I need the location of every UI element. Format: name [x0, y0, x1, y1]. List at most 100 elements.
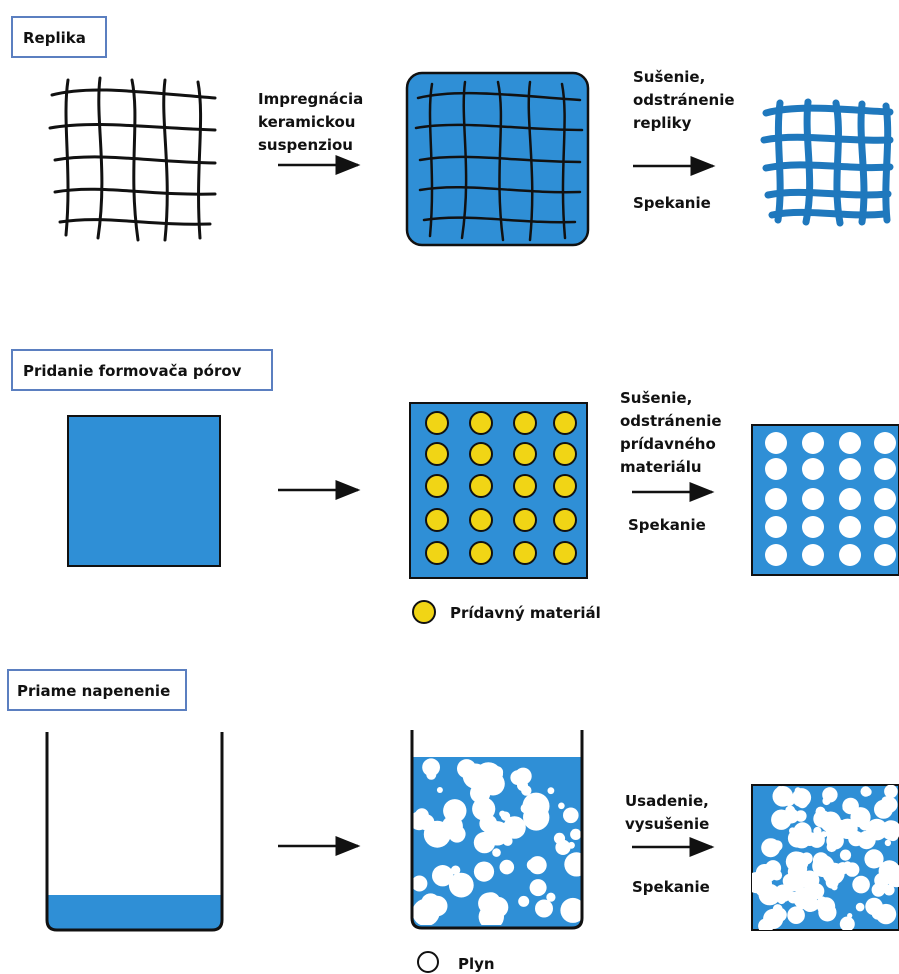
foam-pore	[864, 849, 884, 869]
pore	[839, 458, 861, 480]
gas-bubble	[529, 879, 547, 897]
gas-bubble	[479, 814, 498, 833]
foamed-ceramic-product	[751, 784, 899, 931]
gas-bubble	[418, 814, 435, 831]
svg-text:Usadenie, vysušenie: Usadenie, vysušenie	[625, 792, 714, 833]
section-title-pore-former: Pridanie formovača pórov	[23, 362, 242, 380]
gas-bubble	[558, 802, 565, 810]
foam-pore	[789, 827, 796, 835]
additive-particle	[513, 508, 537, 532]
additive-particle	[425, 411, 449, 435]
pore	[874, 544, 896, 566]
gas-bubble	[563, 807, 579, 824]
section-direct-foaming: Priame napenenie Plyn Usadenie, vysušeni…	[7, 669, 899, 973]
foam-pore	[875, 903, 897, 925]
gas-bubble	[473, 831, 496, 854]
gas-bubble	[546, 892, 556, 902]
polymer-sponge	[48, 76, 217, 242]
legend-label-additive: Prídavný materiál	[450, 604, 601, 622]
foam-pore	[878, 860, 899, 882]
step-label-line: repliky	[633, 114, 692, 132]
foam-pore	[884, 839, 892, 847]
foam-pore	[884, 785, 898, 799]
foam-pore	[800, 870, 819, 890]
gas-bubble	[571, 863, 582, 873]
additive-particle	[469, 411, 493, 435]
step-label-sintering: Spekanie	[628, 516, 706, 534]
additive-particle	[469, 508, 493, 532]
arrow-setting-sintering: Usadenie, vysušenie Spekanie	[625, 792, 715, 896]
additive-particles	[425, 411, 577, 565]
foam-pore	[788, 851, 809, 873]
suspension-with-additive	[409, 402, 588, 579]
additive-particle	[425, 442, 449, 466]
foam-pore	[842, 805, 848, 811]
additive-particle	[553, 411, 577, 435]
foam-pore	[818, 903, 837, 922]
ceramic-suspension-block	[67, 415, 221, 567]
additive-particle	[513, 474, 537, 498]
container-with-slurry	[45, 732, 224, 932]
step-label-line: Sušenie,	[633, 68, 705, 86]
gas-bubble	[426, 769, 437, 780]
gas-bubble	[470, 782, 491, 804]
foam-pores	[752, 785, 899, 930]
gas-legend-icon	[417, 951, 439, 973]
gas-bubble	[518, 895, 530, 907]
section-replica: Replika Impregnácia keramickou suspenzio…	[11, 16, 894, 247]
gas-bubble	[523, 804, 550, 831]
legend-gas: Plyn	[417, 951, 495, 973]
additive-particle	[553, 442, 577, 466]
foam-pore	[783, 808, 799, 824]
pores	[765, 432, 896, 566]
foam-pore	[855, 902, 865, 912]
foam-pore	[838, 819, 857, 839]
gas-bubble	[422, 758, 440, 777]
gas-bubble	[555, 839, 571, 856]
gas-bubble	[526, 859, 539, 871]
gas-bubble	[521, 785, 532, 796]
foam-pore	[831, 884, 838, 891]
foam-pore	[839, 849, 852, 861]
gas-bubble	[492, 848, 501, 857]
pore	[874, 432, 896, 454]
foamed-suspension	[410, 730, 584, 930]
step-label-sintering: Spekanie	[632, 878, 710, 896]
arrow-drying-sintering-replica: Sušenie, odstránenie repliky Spekanie	[633, 68, 735, 212]
foam-pore	[871, 883, 886, 897]
pore	[802, 488, 824, 510]
gas-bubble	[474, 762, 503, 790]
svg-text:Sušenie, odstránenie: Sušenie, odstránenie prídavného materiál…	[620, 389, 727, 476]
foam-pore	[822, 796, 831, 806]
foam-pore	[791, 838, 797, 844]
step-label-line: suspenziou	[258, 136, 353, 154]
gas-bubble	[432, 865, 454, 887]
gas-bubble	[547, 787, 555, 795]
gas-bubble	[443, 799, 467, 823]
gas-bubble	[457, 759, 477, 779]
foam-pore	[836, 862, 849, 875]
additive-particle	[513, 411, 537, 435]
foam-pore	[883, 884, 895, 896]
foam-pore	[752, 872, 768, 894]
impregnated-sponge	[405, 71, 590, 247]
additive-particle	[513, 442, 537, 466]
foam-pore	[881, 796, 898, 813]
step-label-line: prídavného	[620, 435, 716, 453]
pore	[802, 516, 824, 538]
additive-particle	[425, 474, 449, 498]
section-title-box	[7, 669, 187, 711]
pore	[839, 544, 861, 566]
pore	[765, 488, 787, 510]
legend-additive: Prídavný materiál	[412, 600, 601, 624]
gas-bubble	[568, 841, 575, 849]
foam-pore	[792, 788, 812, 808]
step-label-line: odstránenie	[633, 91, 735, 109]
section-pore-former: Pridanie formovača pórov Prídavný materi…	[11, 349, 899, 624]
foam-pore	[839, 916, 855, 930]
foam-pore	[758, 918, 774, 930]
gas-bubble	[473, 861, 495, 882]
step-label-line: materiálu	[620, 458, 702, 476]
arrow-drying-sintering-pore: Sušenie, odstránenie prídavného materiál…	[620, 389, 727, 534]
